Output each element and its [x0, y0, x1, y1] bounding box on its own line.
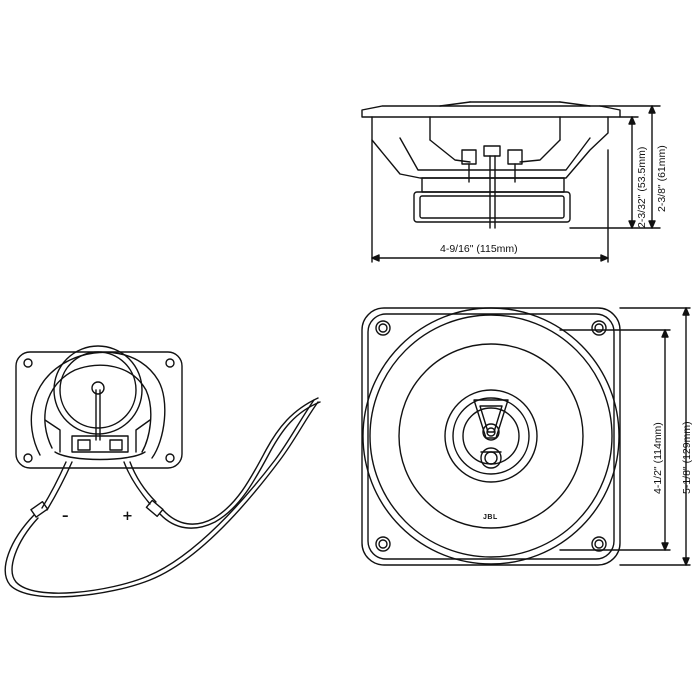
rear-basket	[30, 351, 166, 459]
rear-view: – +	[4, 345, 321, 598]
dimension-total-depth: 2-3/8" (61mm)	[656, 145, 668, 212]
tweeter-dome	[480, 447, 502, 469]
rear-terminal-block	[71, 435, 129, 453]
dimension-cutout-diameter: 4-1/2" (114mm)	[652, 422, 664, 494]
rear-magnet	[53, 345, 143, 435]
side-flange	[361, 105, 621, 118]
dimension-basket-width: 4-9/16" (115mm)	[440, 243, 518, 255]
screw-hole-top-right	[591, 320, 607, 336]
dimension-mount-depth: 2-3/32" (53.5mm)	[636, 147, 648, 228]
positive-label: +	[122, 509, 133, 524]
positive-wire	[123, 397, 321, 529]
side-view: 2-3/32" (53.5mm) 2-3/8" (61mm) 4-9/16" (…	[361, 101, 668, 263]
screw-hole-top-left	[375, 320, 391, 336]
negative-label: –	[62, 509, 69, 524]
screw-hole-bottom-left	[375, 536, 391, 552]
brand-logo: JBL	[483, 514, 498, 521]
tweeter-hub	[444, 389, 538, 483]
side-magnet-top	[421, 177, 565, 193]
front-surround-outer	[362, 307, 620, 565]
side-magnet	[413, 191, 571, 223]
negative-wire	[4, 399, 319, 598]
screw-hole-bottom-right	[591, 536, 607, 552]
front-cone	[398, 343, 584, 529]
front-view: JBL 4-1/2" (114mm) 5-1/8" (129mm)	[361, 307, 693, 566]
dimension-overall-width: 5-1/8" (129mm)	[681, 421, 693, 494]
